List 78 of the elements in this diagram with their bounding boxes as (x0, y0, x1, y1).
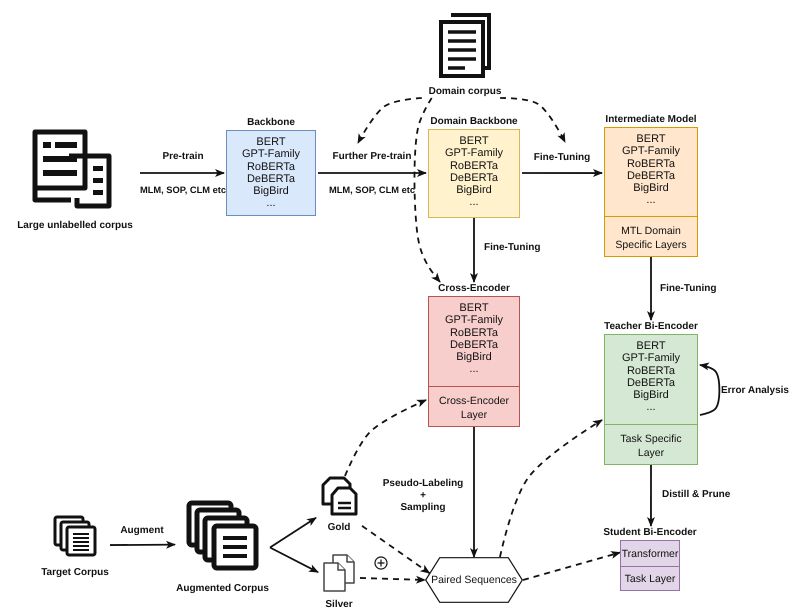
model-name: ... (265, 197, 277, 210)
arrow (361, 525, 430, 574)
note-label: MLM, SOP, CLM etc (328, 184, 416, 196)
icon-caption: Domain corpus (428, 86, 502, 98)
icon-caption: Large unlabelled corpus (16, 220, 134, 232)
edge-label: Fine-Tuning (534, 152, 590, 164)
note-label: MLM, SOP, CLM etc (140, 184, 226, 196)
arrow (470, 427, 478, 558)
arrow (522, 551, 621, 581)
arrow (414, 98, 441, 283)
arrow (360, 576, 426, 584)
model-name: GPT-Family (620, 352, 682, 365)
layer-label: MTL Domain Specific Layers (614, 224, 688, 252)
model-name: BERT (458, 135, 490, 148)
model-name: GPT-Family (620, 145, 682, 158)
edge-label: Augment (120, 525, 164, 537)
icon-caption: Target Corpus (40, 567, 110, 579)
model-name: RoBERTa (448, 326, 500, 339)
model-name: ... (645, 401, 657, 414)
edge-label: Fine-Tuning (660, 283, 716, 295)
arrow (646, 465, 655, 527)
model-name: BERT (635, 340, 667, 352)
model-name: DeBERTa (626, 170, 676, 182)
model-name: ... (468, 363, 480, 376)
box-heading: Intermediate Model (604, 113, 698, 126)
model-name: RoBERTa (448, 160, 500, 172)
model-name: RoBERTa (626, 364, 676, 377)
edge-label: Distill & Prune (662, 489, 730, 501)
arrow (522, 169, 603, 178)
model-name: ... (468, 196, 480, 209)
box-heading: Backbone (246, 116, 296, 129)
edge-label: Fine-Tuning (484, 242, 540, 254)
layer-label: Task Specific Layer (619, 432, 683, 460)
icon-caption: Silver (324, 599, 354, 611)
model-name: ... (645, 194, 657, 207)
model-name: BERT (458, 302, 490, 314)
arrow (699, 362, 720, 416)
model-name: BERT (635, 133, 667, 146)
model-name: BERT (255, 136, 287, 148)
edge-label: Error Analysis (721, 385, 789, 397)
edge-label: Further Pre-train (332, 151, 412, 163)
arrow (470, 218, 478, 283)
node-label: Paired Sequences (431, 574, 517, 586)
box-heading: Teacher Bi-Encoder (603, 320, 699, 333)
model-name: DeBERTa (448, 172, 500, 184)
model-name: BigBird (252, 185, 290, 198)
model-name: GPT-Family (444, 147, 504, 160)
edge-label: Pre-train (162, 151, 204, 163)
arrow (499, 419, 603, 558)
model-name: RoBERTa (246, 160, 296, 173)
model-name: DeBERTa (246, 172, 296, 186)
box-heading: Student Bi-Encoder (602, 526, 698, 539)
arrow (344, 399, 427, 476)
arrow (318, 169, 427, 177)
arrow (110, 540, 176, 549)
model-name: BigBird (632, 182, 670, 194)
arrow (270, 517, 317, 548)
arrow (357, 97, 422, 144)
layer-label: Cross-Encoder Layer (438, 394, 510, 422)
box-heading: Domain Backbone (429, 115, 519, 128)
icon-caption: Augmented Corpus (175, 583, 270, 595)
model-name: DeBERTa (448, 338, 500, 352)
arrow (647, 257, 655, 321)
model-name: BigBird (455, 351, 493, 364)
layer-label: Task Layer (624, 572, 676, 586)
icon-caption: Gold (326, 522, 352, 534)
model-name: BigBird (632, 389, 670, 402)
model-name: BigBird (455, 184, 493, 196)
arrow (140, 169, 225, 177)
model-name: RoBERTa (626, 158, 676, 170)
arrow (500, 97, 566, 143)
box-heading: Cross-Encoder (437, 282, 511, 295)
arrow (270, 546, 319, 573)
model-name: DeBERTa (626, 376, 676, 390)
model-name: GPT-Family (240, 148, 302, 161)
edge-label: Pseudo-Labeling + Sampling (382, 478, 464, 514)
layer-label: Transformer (620, 546, 680, 560)
model-name: GPT-Family (444, 314, 504, 327)
